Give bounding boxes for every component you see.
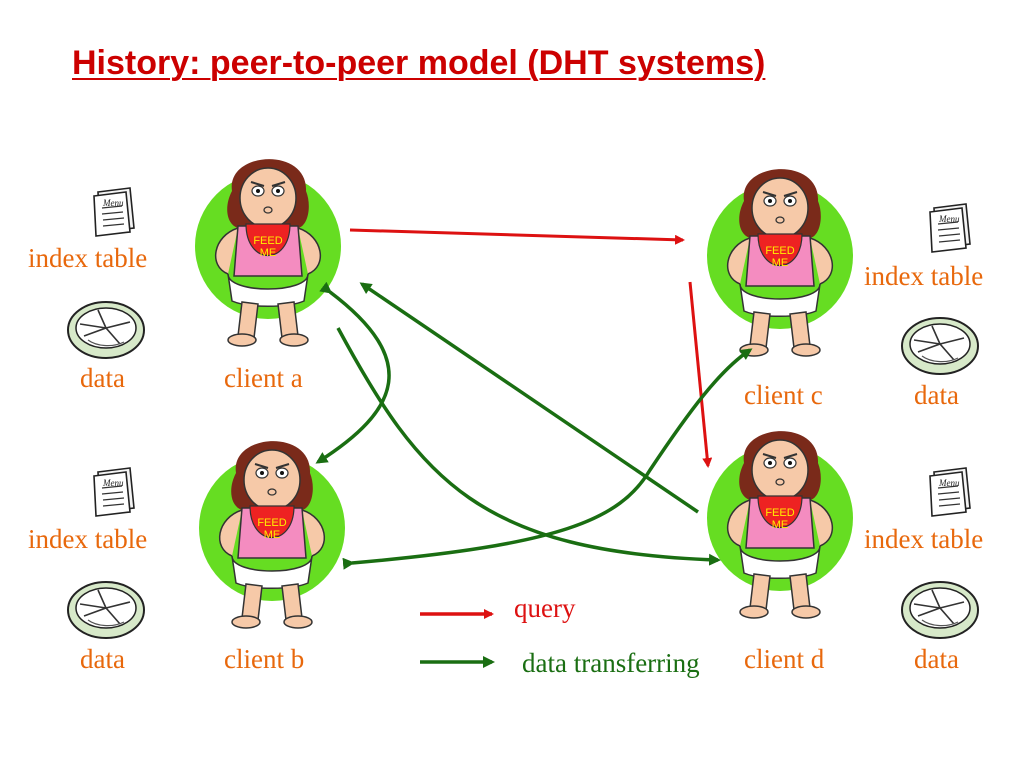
data-arrow-a-to-b <box>315 281 391 464</box>
menu-card-text: Menu <box>102 478 124 488</box>
pie-plate-icon <box>901 581 979 639</box>
pie-plate-icon <box>901 317 979 375</box>
legend-query-label: query <box>514 593 576 623</box>
data-arrows <box>315 281 753 570</box>
data-label-d: data <box>914 644 959 674</box>
client-c-figure: FEED ME <box>706 168 854 357</box>
data-arrow-d-to-a <box>359 282 699 514</box>
bib-text: FEED <box>257 517 286 529</box>
bib-text: FEED <box>765 507 794 519</box>
menu-card-icon: Menu <box>929 203 971 253</box>
data-arrow-b-to-c <box>342 348 753 570</box>
query-arrow-c-to-d <box>688 281 713 468</box>
menu-card-icon: Menu <box>93 467 135 517</box>
menu-card-text: Menu <box>938 214 960 224</box>
menu-card-text: Menu <box>938 478 960 488</box>
pie-plate-icon <box>67 581 145 639</box>
bib-text: ME <box>264 529 281 541</box>
page-title: History: peer-to-peer model (DHT systems… <box>72 44 766 82</box>
client-d-label: client d <box>744 644 825 674</box>
client-a-figure: FEED ME <box>194 158 342 347</box>
index-table-label-d: index table <box>864 524 984 554</box>
bib-text: FEED <box>765 245 794 257</box>
client-c-label: client c <box>744 380 823 410</box>
pie-plate-icon <box>67 301 145 359</box>
client-b-label: client b <box>224 644 305 674</box>
data-arrow-a-to-d <box>336 327 721 566</box>
data-label-a: data <box>80 363 125 393</box>
data-label-c: data <box>914 380 959 410</box>
client-a-label: client a <box>224 363 303 393</box>
legend-data-label: data transferring <box>522 648 700 678</box>
query-arrow-a-to-c <box>349 228 685 245</box>
client-d-figure: FEED ME <box>706 430 854 619</box>
index-table-label-b: index table <box>28 524 148 554</box>
menu-card-icon: Menu <box>929 467 971 517</box>
bib-text: ME <box>260 247 277 259</box>
query-arrows <box>349 228 713 468</box>
bib-text: FEED <box>253 235 282 247</box>
index-table-label-c: index table <box>864 261 984 291</box>
bib-text: ME <box>772 519 789 531</box>
index-table-label-a: index table <box>28 243 148 273</box>
menu-card-text: Menu <box>102 198 124 208</box>
client-b-figure: FEED ME <box>198 440 346 629</box>
bib-text: ME <box>772 257 789 269</box>
data-label-b: data <box>80 644 125 674</box>
legend <box>420 609 495 668</box>
menu-card-icon: Menu <box>93 187 135 237</box>
